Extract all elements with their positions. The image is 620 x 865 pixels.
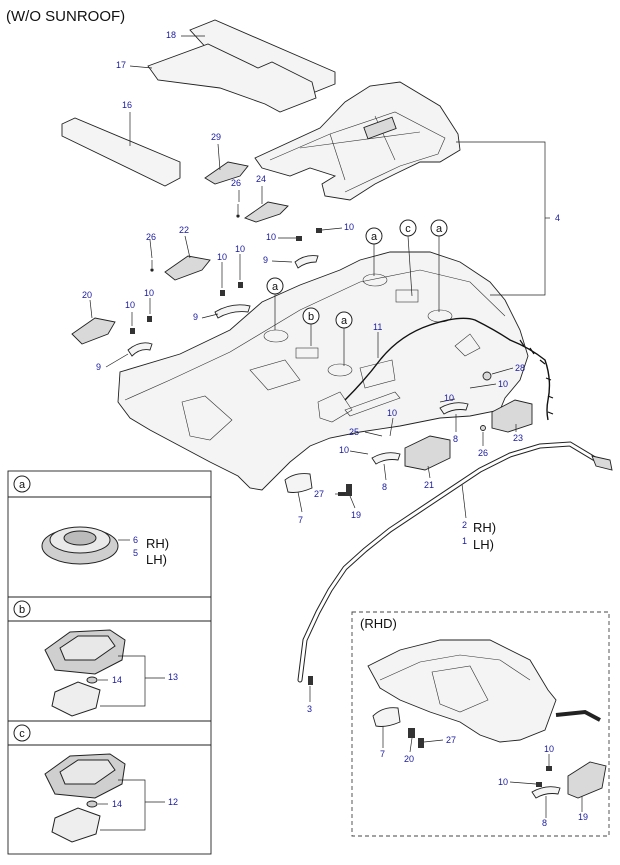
pad-17 <box>147 43 317 113</box>
svg-text:b: b <box>308 311 314 323</box>
svg-text:5: 5 <box>133 548 138 558</box>
svg-text:17: 17 <box>116 60 126 70</box>
grab-handle-9-top <box>294 255 319 269</box>
svg-text:7: 7 <box>380 749 385 759</box>
svg-text:25: 25 <box>349 427 359 437</box>
svg-text:23: 23 <box>513 433 523 443</box>
svg-text:10: 10 <box>387 408 397 418</box>
svg-text:4: 4 <box>555 213 560 223</box>
svg-text:26: 26 <box>231 178 241 188</box>
svg-text:10: 10 <box>498 379 508 389</box>
svg-text:10: 10 <box>498 777 508 787</box>
svg-text:10: 10 <box>266 232 276 242</box>
fastener-28 <box>482 371 492 381</box>
svg-text:9: 9 <box>263 255 268 265</box>
svg-text:10: 10 <box>217 252 227 262</box>
svg-text:12: 12 <box>168 797 178 807</box>
svg-text:LH): LH) <box>146 552 167 567</box>
bracket-21 <box>404 435 451 471</box>
svg-text:10: 10 <box>344 222 354 232</box>
headliner-main <box>117 251 529 491</box>
leader-lines <box>89 35 550 702</box>
svg-text:18: 18 <box>166 30 176 40</box>
svg-text:19: 19 <box>351 510 361 520</box>
svg-text:19: 19 <box>578 812 588 822</box>
svg-text:9: 9 <box>96 362 101 372</box>
svg-text:28: 28 <box>515 363 525 373</box>
headliner-upper <box>254 81 461 201</box>
rh-label: RH) <box>473 520 496 535</box>
svg-text:10: 10 <box>544 744 554 754</box>
svg-text:(RHD): (RHD) <box>360 616 397 631</box>
rhd-panel: (RHD) 7 20 27 10 10 8 19 <box>351 611 610 837</box>
svg-text:2: 2 <box>462 520 467 530</box>
svg-text:9: 9 <box>193 312 198 322</box>
svg-text:10: 10 <box>235 244 245 254</box>
detail-panels: a b c 6 5 RH) LH) 14 13 14 12 <box>7 470 212 855</box>
svg-text:13: 13 <box>168 672 178 682</box>
svg-text:c: c <box>19 728 25 740</box>
svg-text:27: 27 <box>314 489 324 499</box>
svg-text:22: 22 <box>179 225 189 235</box>
svg-text:a: a <box>436 223 443 235</box>
part-numbers: 18 17 16 29 26 24 26 22 10 10 9 10 10 20… <box>82 30 560 714</box>
svg-text:a: a <box>371 231 378 243</box>
grab-handle-9-left <box>127 342 153 357</box>
clip-24 <box>244 201 289 223</box>
svg-text:RH): RH) <box>146 536 169 551</box>
svg-text:14: 14 <box>112 799 122 809</box>
svg-text:8: 8 <box>542 818 547 828</box>
svg-text:26: 26 <box>146 232 156 242</box>
clip-22 <box>164 255 211 281</box>
svg-text:10: 10 <box>444 393 454 403</box>
svg-text:29: 29 <box>211 132 221 142</box>
svg-text:20: 20 <box>404 754 414 764</box>
svg-text:7: 7 <box>298 515 303 525</box>
svg-text:10: 10 <box>125 300 135 310</box>
svg-text:10: 10 <box>144 288 154 298</box>
svg-text:21: 21 <box>424 480 434 490</box>
grab-handle-9-mid <box>214 304 251 319</box>
svg-text:24: 24 <box>256 174 266 184</box>
svg-text:6: 6 <box>133 535 138 545</box>
pad-16 <box>61 117 181 187</box>
svg-text:8: 8 <box>453 434 458 444</box>
svg-text:26: 26 <box>478 448 488 458</box>
svg-text:27: 27 <box>446 735 456 745</box>
clip-29 <box>204 161 249 185</box>
bracket-23 <box>491 399 533 433</box>
svg-text:c: c <box>405 223 411 235</box>
svg-text:a: a <box>19 479 26 491</box>
callout-circles: a c a a b a <box>266 219 448 329</box>
svg-text:b: b <box>19 604 25 616</box>
svg-text:11: 11 <box>373 322 382 332</box>
svg-text:16: 16 <box>122 100 132 110</box>
svg-text:20: 20 <box>82 290 92 300</box>
svg-text:10: 10 <box>339 445 349 455</box>
lamp-7 <box>284 473 313 493</box>
svg-text:14: 14 <box>112 675 122 685</box>
lh-label: LH) <box>473 537 494 552</box>
svg-text:1: 1 <box>462 536 467 546</box>
svg-text:a: a <box>341 315 348 327</box>
diagram-title: (W/O SUNROOF) <box>6 8 126 25</box>
svg-text:8: 8 <box>382 482 387 492</box>
svg-text:3: 3 <box>307 704 312 714</box>
svg-text:a: a <box>272 281 279 293</box>
clip-20 <box>71 317 116 345</box>
